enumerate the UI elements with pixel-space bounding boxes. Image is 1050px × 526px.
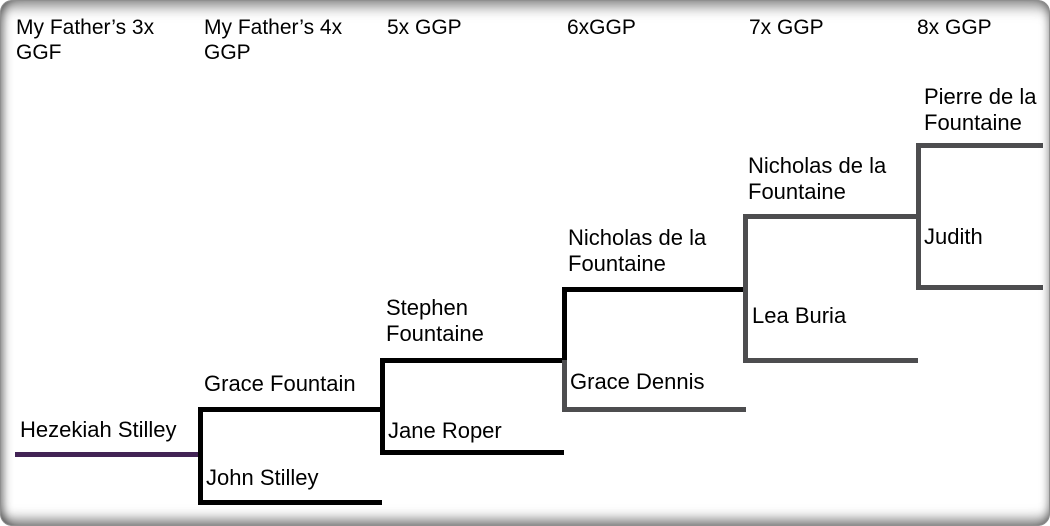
generation-header-6: 8x GGP [917,16,992,39]
person-name: Grace Fountain [204,371,356,396]
person-line [562,407,746,412]
couple-connector [743,214,748,363]
person-line [562,287,748,292]
person-name: Hezekiah Stilley [20,417,177,442]
couple-connector [198,407,203,505]
person-name: Lea Buria [752,303,847,328]
couple-connector [562,287,567,363]
generation-header-4: 6xGGP [567,16,636,39]
couple-connector [562,360,567,412]
person-name: Stephen Fountaine [386,295,484,346]
couple-connector [380,358,385,455]
person-name: John Stilley [206,465,319,490]
person-line [743,214,921,219]
person-line [15,452,203,457]
person-name: Grace Dennis [570,369,705,394]
person-line [198,500,382,505]
person-name: Pierre de la Fountaine [924,84,1037,135]
person-line [916,285,1043,290]
person-line [380,450,564,455]
couple-connector [916,143,921,290]
generation-header-1: My Father’s 3x GGF [16,16,155,64]
generation-header-3: 5x GGP [387,16,462,39]
person-name: Nicholas de la Fountaine [568,225,707,276]
person-line [380,358,567,363]
person-line [916,143,1043,148]
person-name: Judith [924,224,983,249]
generation-header-2: My Father’s 4x GGP [204,16,343,64]
person-name: Jane Roper [388,418,502,443]
generation-header-5: 7x GGP [749,16,824,39]
person-line [743,358,918,363]
person-line [198,407,385,412]
person-name: Nicholas de la Fountaine [748,153,887,204]
